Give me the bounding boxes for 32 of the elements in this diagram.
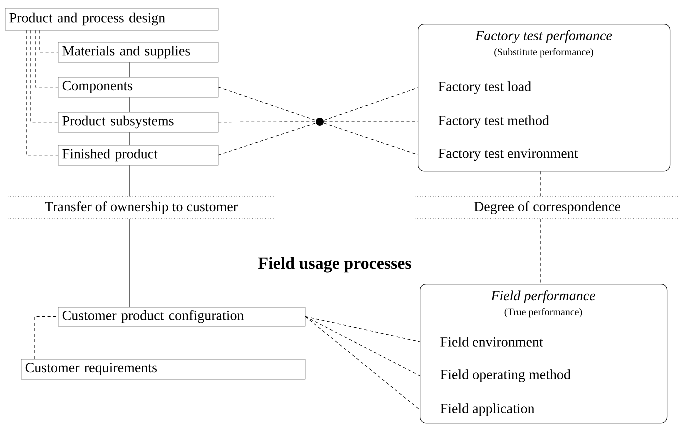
connector: [540, 219, 542, 284]
process-box: Materials and supplies: [58, 42, 219, 63]
process-box: Customer requirements: [21, 359, 306, 380]
connector: [35, 30, 58, 88]
band: Transfer of ownership to customer: [8, 196, 276, 220]
item-text: Factory test load: [438, 82, 532, 94]
process-box: Customer product configuration: [58, 307, 306, 327]
connector: [218, 87, 316, 121]
connector: [305, 316, 420, 410]
connector: [40, 30, 58, 53]
item-text: Field operating method: [440, 370, 571, 382]
process-box: Product subsystems: [58, 112, 219, 133]
item-text: Factory test method: [438, 116, 550, 128]
item-text: Field environment: [440, 337, 544, 347]
process-box: Components: [58, 77, 219, 98]
band: Degree of correspondence: [414, 196, 680, 220]
connector: [34, 316, 58, 360]
process-box: Finished product: [58, 145, 219, 166]
connector: [26, 30, 58, 156]
connector: [305, 316, 420, 376]
connector: [540, 171, 542, 197]
process-box: Product and process design: [5, 8, 219, 31]
junction-dot: [316, 118, 324, 126]
connector: [218, 123, 316, 156]
connector: [305, 316, 420, 342]
item-text: Field application: [440, 404, 535, 416]
connector: [30, 30, 58, 123]
connector: [324, 123, 418, 156]
heading: Field usage processes: [258, 257, 412, 273]
connector: [218, 122, 316, 123]
connector: [324, 88, 418, 121]
item-text: Factory test environment: [438, 148, 578, 162]
